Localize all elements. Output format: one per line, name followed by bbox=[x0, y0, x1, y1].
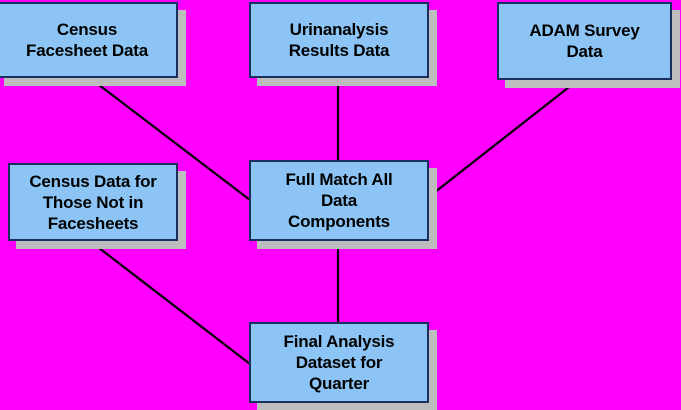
connector-census-not-to-final-analysis bbox=[89, 240, 251, 365]
connector-adam-to-full-match bbox=[429, 79, 579, 197]
